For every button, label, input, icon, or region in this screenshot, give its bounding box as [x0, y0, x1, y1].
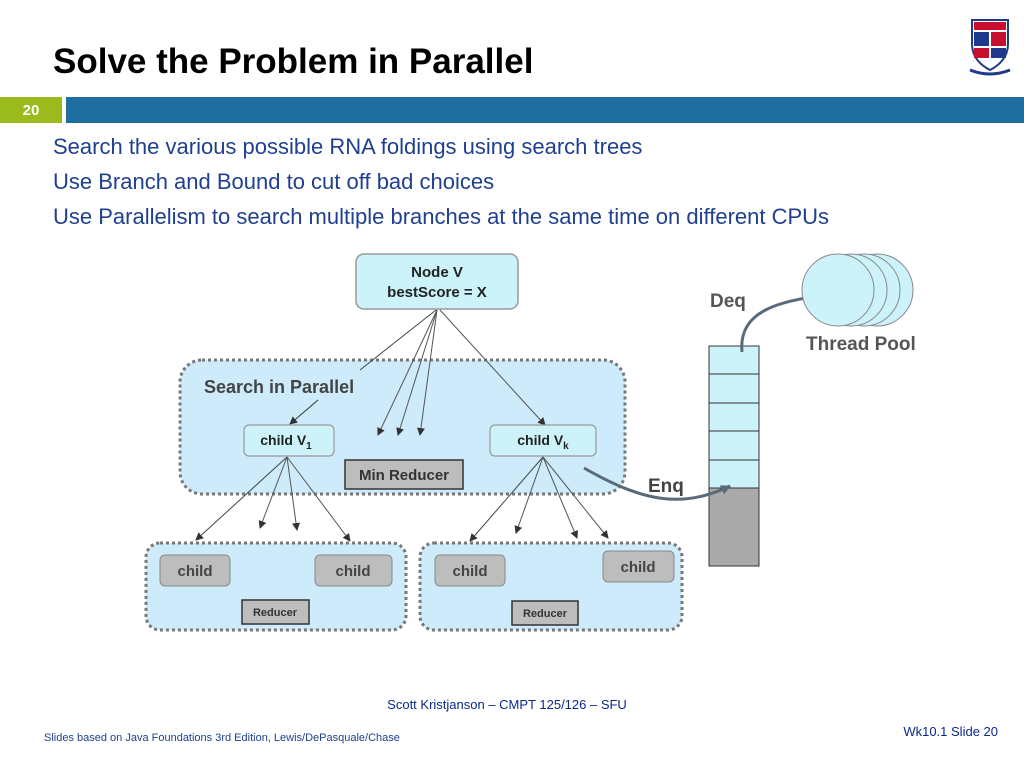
- footer-source: Slides based on Java Foundations 3rd Edi…: [44, 732, 400, 744]
- leaf-child-label: child: [335, 563, 370, 580]
- child-vk-label: child Vk: [517, 432, 569, 452]
- leaf-child-node: [602, 550, 675, 583]
- edge-root-to-child-vk: [439, 309, 546, 426]
- leaf-child-node: [314, 554, 393, 587]
- leaf-child-label: child: [452, 563, 487, 580]
- deq-label: Deq: [710, 291, 746, 312]
- min-reducer-box: [344, 459, 464, 490]
- footer-slide-number: Wk10.1 Slide 20: [903, 724, 998, 739]
- bullet-item: Search the various possible RNA foldings…: [53, 134, 643, 159]
- root-node-label: Node V: [411, 264, 463, 281]
- root-node: [355, 253, 519, 310]
- title-rule: [66, 97, 1024, 123]
- edge-vk-child: [469, 456, 544, 542]
- work-queue: [708, 345, 760, 567]
- edge-vk-child: [514, 456, 544, 534]
- slide-title: Solve the Problem in Parallel: [53, 42, 534, 81]
- edge-v1-child: [258, 456, 288, 529]
- edge-vk-child: [542, 456, 609, 539]
- reducer-box: [511, 600, 579, 626]
- enqueue-arrow: [583, 466, 731, 501]
- bullet-item: Use Parallelism to search multiple branc…: [53, 204, 830, 229]
- edge-label-to-child-v1: [289, 399, 319, 425]
- group-label: Search in Parallel: [204, 377, 354, 397]
- bullet-list: Search the various possible RNA foldings…: [53, 132, 829, 237]
- thread-pool-label: Thread Pool: [806, 334, 916, 355]
- child-vk-node: [489, 424, 597, 457]
- search-in-parallel-group: [178, 358, 627, 496]
- slide-number-badge: 20: [0, 97, 62, 123]
- leaf-child-node: [434, 554, 506, 587]
- edge-v1-child: [195, 456, 288, 541]
- child-v1-label: child V1: [260, 432, 312, 452]
- edge-vk-child: [542, 456, 578, 539]
- child-v1-node: [243, 424, 335, 457]
- thread-pool-icon: [801, 253, 914, 327]
- leaf-child-node: [159, 554, 231, 587]
- leaf-child-label: child: [620, 559, 655, 576]
- min-reducer-label: Min Reducer: [359, 467, 449, 484]
- reducer-label: Reducer: [253, 607, 298, 619]
- edge-root-to-child: [416, 309, 438, 436]
- root-node-score: bestScore = X: [387, 284, 487, 301]
- enq-label: Enq: [648, 476, 684, 497]
- reducer-label: Reducer: [523, 608, 568, 620]
- edge-root-to-group: [359, 309, 437, 371]
- footer-author: Scott Kristjanson – CMPT 125/126 – SFU: [387, 697, 627, 712]
- edge-root-to-child: [396, 309, 438, 436]
- bullet-item: Use Branch and Bound to cut off bad choi…: [53, 169, 495, 194]
- edge-v1-child: [286, 456, 301, 531]
- edge-root-to-child: [377, 309, 438, 436]
- edge-v1-child: [286, 456, 351, 542]
- leaf-child-label: child: [177, 563, 212, 580]
- university-crest-icon: [969, 19, 1011, 76]
- reducer-box: [241, 599, 310, 625]
